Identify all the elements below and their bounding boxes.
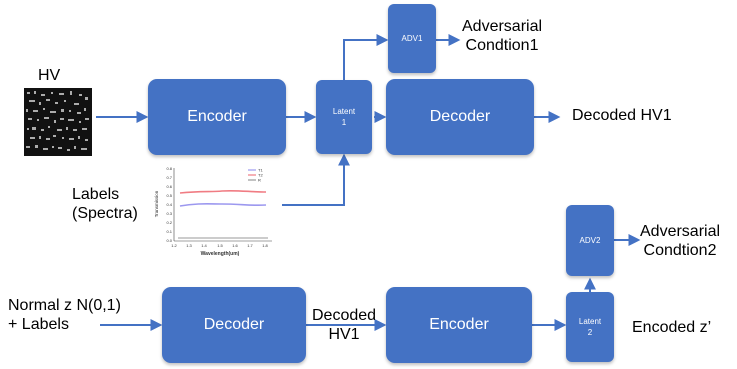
adversarial-condition2-label: Adversarial Condtion2 <box>640 223 721 259</box>
plot-ytick: 0.0 <box>166 238 172 243</box>
plot-ytick: 0.3 <box>166 211 172 216</box>
decoder-box-bottom: Decoder <box>162 287 306 363</box>
arrow-latent1-to-adv1 <box>343 34 389 80</box>
plot-ytick: 0.4 <box>166 202 172 207</box>
normal-z-label: Normal z N(0,1) + Labels <box>8 297 121 333</box>
encoder-box-bottom: Encoder <box>386 287 532 363</box>
hv-image <box>24 88 92 156</box>
plot-ytick: 0.7 <box>166 175 172 180</box>
adversarial-condition1-label: Adversarial Condtion1 <box>462 18 543 54</box>
plot-xtick: 1.3 <box>186 243 192 248</box>
decoded-hv1-mid-label: Decoded HV1 <box>312 307 377 343</box>
plot-xtick: 1.6 <box>232 243 238 248</box>
latent2-box-label: Latent 2 <box>578 317 602 337</box>
plot-legend-r: R <box>258 178 261 183</box>
plot-ytick: 0.5 <box>166 193 172 198</box>
decoder-box-top-label: Decoder <box>429 108 491 125</box>
hv-label: HV <box>38 67 61 84</box>
encoded-z-label: Encoded z’ <box>632 319 712 336</box>
plot-xtick: 1.2 <box>171 243 177 248</box>
decoder-box-top: Decoder <box>386 79 534 155</box>
plot-ytick: 0.1 <box>166 229 172 234</box>
spectra-plot: 0.8 0.7 0.6 0.5 0.4 0.3 0.2 0.1 0.0 1.2 … <box>152 162 278 258</box>
plot-xtick: 1.7 <box>247 243 253 248</box>
adv2-box-label: ADV2 <box>579 236 601 245</box>
latent2-box: Latent 2 <box>566 292 614 362</box>
plot-xtick: 1.8 <box>262 243 268 248</box>
plot-xtick: 1.4 <box>201 243 207 248</box>
encoder-box-bottom-label: Encoder <box>429 316 489 333</box>
plot-xlabel: Wavelength(um) <box>201 251 240 257</box>
plot-ytick: 0.2 <box>166 220 172 225</box>
latent1-box: Latent 1 <box>316 80 372 154</box>
plot-series-t2 <box>179 189 267 194</box>
plot-series-t1 <box>179 203 267 207</box>
decoder-box-bottom-label: Decoder <box>203 316 265 333</box>
arrow-labels-to-latent1 <box>282 153 350 206</box>
plot-ytick: 0.6 <box>166 184 172 189</box>
plot-ylabel: Transmission <box>154 190 159 217</box>
encoder-box-top: Encoder <box>148 79 286 155</box>
plot-xtick: 1.5 <box>217 243 223 248</box>
plot-legend-t1: T1 <box>258 168 263 173</box>
labels-spectra-label: Labels (Spectra) <box>72 186 138 222</box>
adv1-box-label: ADV1 <box>401 34 423 43</box>
adv1-box: ADV1 <box>388 4 436 73</box>
encoder-box-top-label: Encoder <box>187 108 247 125</box>
decoded-hv1-label: Decoded HV1 <box>572 107 672 124</box>
latent1-box-label: Latent 1 <box>332 107 356 127</box>
plot-ytick: 0.8 <box>166 166 172 171</box>
plot-legend-t2: T2 <box>258 173 263 178</box>
adv2-box: ADV2 <box>566 205 614 276</box>
